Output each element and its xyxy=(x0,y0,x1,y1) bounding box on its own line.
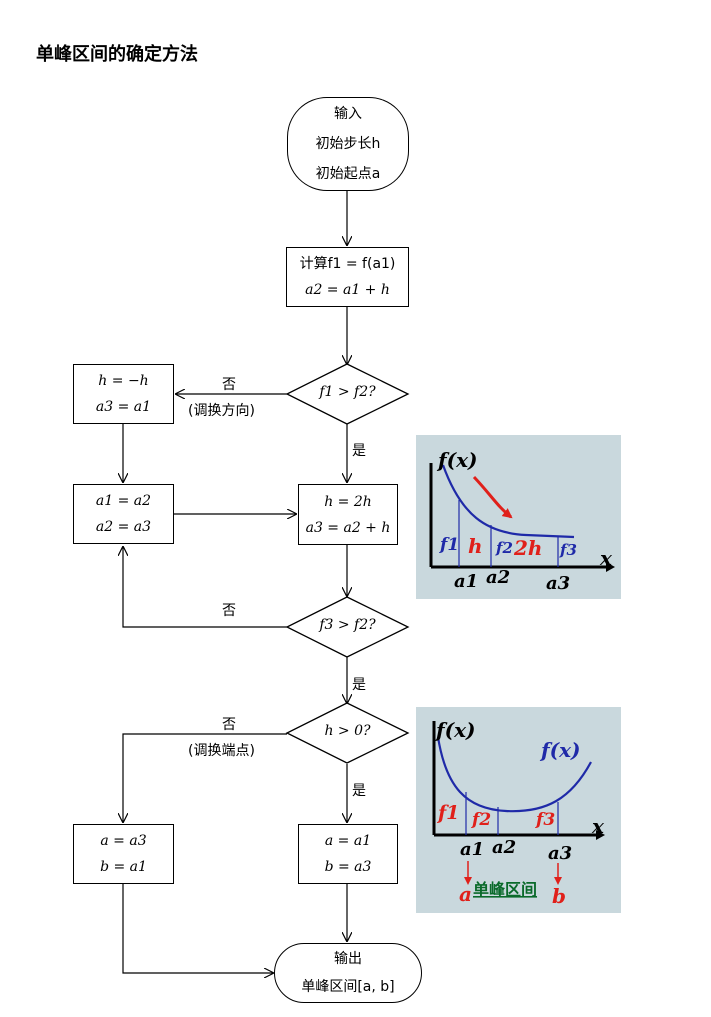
output-node: 输出 单峰区间[a, b] xyxy=(274,943,422,1003)
figure-unimodal-interval: f(x) f(x) f1 f2 f3 x a1 a2 a3 a 单峰区间 b xyxy=(416,707,621,913)
fig1-f2: f2 xyxy=(495,539,513,557)
label-yes-2: 是 xyxy=(352,677,366,693)
fig1-x: x xyxy=(599,546,613,570)
start-step-label: 初始步长h xyxy=(315,136,381,152)
label-yes-1: 是 xyxy=(352,443,366,459)
fig2-a2: a2 xyxy=(492,837,516,858)
shift-a2: a2 = a3 xyxy=(95,519,152,535)
fig2-f2: f2 xyxy=(471,810,491,830)
label-no-3-sub: (调换端点) xyxy=(188,743,255,759)
decision-diamond-1 xyxy=(285,363,410,425)
page-title: 单峰区间的确定方法 xyxy=(36,44,198,65)
compute-node: 计算f1 = f(a1) a2 = a1 + h xyxy=(286,247,409,307)
start-origin-label: 初始起点a xyxy=(315,166,381,182)
endpos-a: a = a1 xyxy=(324,833,372,849)
fig2-f3: f3 xyxy=(535,810,555,830)
fig2-fx-left: f(x) xyxy=(434,718,475,742)
fig1-f3: f3 xyxy=(559,541,577,559)
start-node: 输入 初始步长h 初始起点a xyxy=(287,97,409,191)
fig1-2h: 2h xyxy=(513,536,542,560)
reverse-h: h = −h xyxy=(98,373,149,389)
fig2-a3: a3 xyxy=(548,843,572,864)
endneg-b: b = a1 xyxy=(100,859,147,875)
decision-3-text: h > 0? xyxy=(324,723,371,739)
double-h: h = 2h xyxy=(324,493,372,510)
fig1-h: h xyxy=(468,534,483,558)
shift-node: a1 = a2 a2 = a3 xyxy=(73,484,174,544)
double-node: h = 2h a3 = a2 + h xyxy=(298,484,398,545)
decision-diamond-3 xyxy=(285,702,410,764)
decision-2-text: f3 > f2? xyxy=(319,617,376,633)
fig1-fx: f(x) xyxy=(436,448,477,472)
label-no-3: 否 xyxy=(222,717,236,733)
fig2-x: x xyxy=(591,814,605,838)
fig2-fx-right: f(x) xyxy=(539,738,580,762)
label-no-1: 否 xyxy=(222,377,236,393)
endpos-b: b = a3 xyxy=(324,859,372,875)
fig1-a3: a3 xyxy=(546,573,570,594)
compute-f1: 计算f1 = f(a1) xyxy=(299,256,396,272)
reverse-node: h = −h a3 = a1 xyxy=(73,364,174,424)
decision-diamond-2 xyxy=(285,596,410,658)
fig2-interval: 单峰区间 xyxy=(473,880,537,899)
shift-a1: a1 = a2 xyxy=(95,493,152,509)
fig2-a: a xyxy=(459,882,472,906)
label-no-2: 否 xyxy=(222,603,236,619)
figure-step-doubling: f(x) f1 h f2 2h f3 x a1 a2 a3 xyxy=(416,435,621,599)
label-yes-3: 是 xyxy=(352,783,366,799)
fig1-a1: a1 xyxy=(454,571,478,592)
output-title: 输出 xyxy=(334,951,362,967)
label-no-1-sub: (调换方向) xyxy=(188,403,255,419)
compute-a2: a2 = a1 + h xyxy=(305,282,390,298)
fig1-a2: a2 xyxy=(486,567,510,588)
output-interval: 单峰区间[a, b] xyxy=(301,979,395,995)
reverse-a3: a3 = a1 xyxy=(95,399,152,415)
start-input-label: 输入 xyxy=(334,106,362,122)
end-negative-node: a = a3 b = a1 xyxy=(73,824,174,884)
fig2-b: b xyxy=(552,884,566,908)
end-positive-node: a = a1 b = a3 xyxy=(298,824,398,884)
fig2-f1: f1 xyxy=(436,802,459,824)
fig2-a1: a1 xyxy=(460,839,484,860)
fig1-f1: f1 xyxy=(439,535,459,555)
decision-1-text: f1 > f2? xyxy=(319,384,376,400)
endneg-a: a = a3 xyxy=(100,833,147,849)
double-a3: a3 = a2 + h xyxy=(305,519,391,536)
